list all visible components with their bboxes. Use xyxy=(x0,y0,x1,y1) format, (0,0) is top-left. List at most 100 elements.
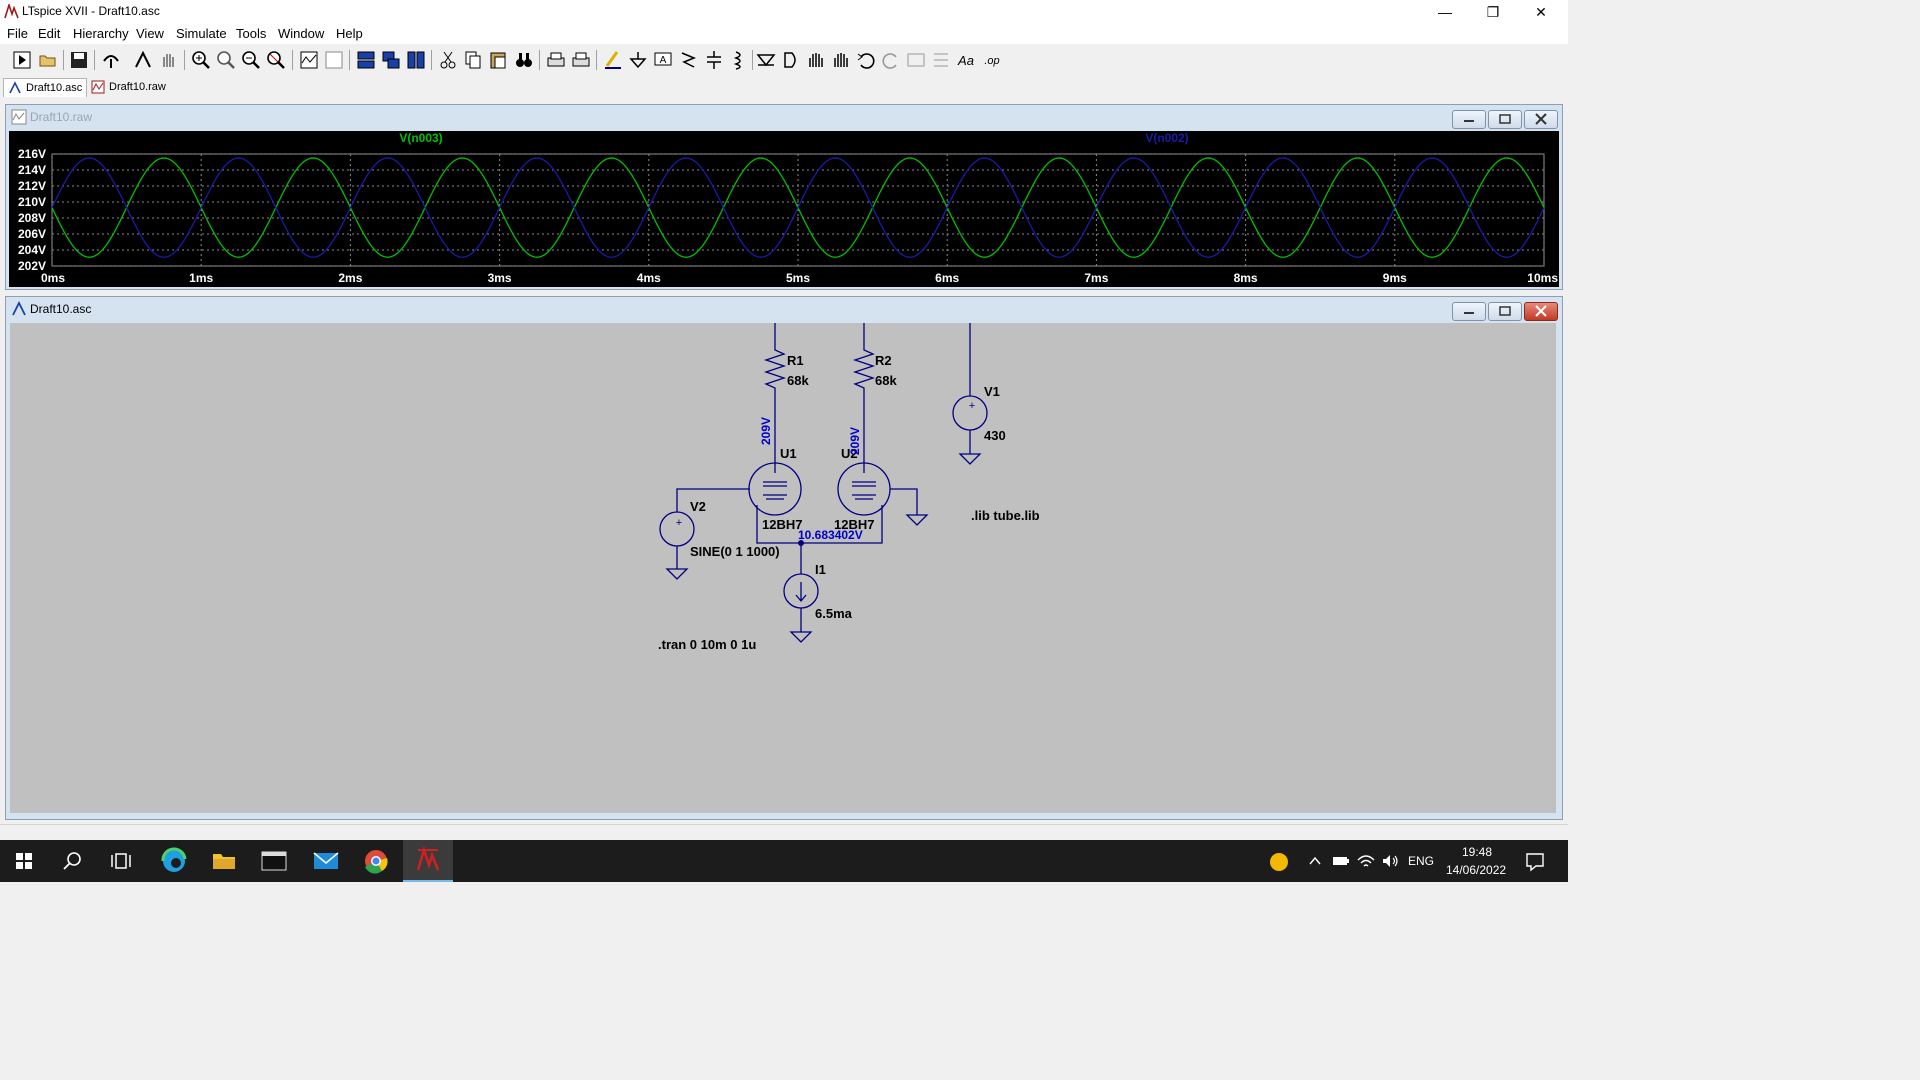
r2-name[interactable]: R2 xyxy=(875,353,892,368)
menu-file[interactable]: File xyxy=(7,26,28,41)
zoom-fit-icon[interactable] xyxy=(265,49,287,71)
tile-vertical-icon[interactable] xyxy=(405,49,427,71)
open-folder-icon[interactable] xyxy=(37,49,59,71)
label-net-icon[interactable]: A xyxy=(652,49,674,71)
cathode-voltage[interactable]: 10.683402V xyxy=(798,528,863,542)
pan-hand-icon[interactable] xyxy=(158,49,180,71)
run-icon[interactable] xyxy=(11,49,33,71)
inductor-icon[interactable] xyxy=(728,49,750,71)
waveform-close-button[interactable] xyxy=(1524,110,1558,129)
restore-button[interactable]: ❐ xyxy=(1470,0,1516,24)
zoom-in-icon[interactable] xyxy=(190,49,212,71)
legend-v-n002[interactable]: V(n002) xyxy=(1145,131,1188,145)
capacitor-icon[interactable] xyxy=(703,49,725,71)
windows-start-icon[interactable] xyxy=(0,840,48,882)
clock-date[interactable]: 14/06/2022 xyxy=(1446,863,1507,877)
v1-value[interactable]: 430 xyxy=(984,428,1006,443)
v2-value[interactable]: SINE(0 1 1000) xyxy=(690,544,780,559)
zoom-out-icon[interactable] xyxy=(240,49,262,71)
chrome-browser-icon[interactable] xyxy=(352,840,400,882)
menu-view[interactable]: View xyxy=(136,26,164,41)
menu-hierarchy[interactable]: Hierarchy xyxy=(73,26,129,41)
close-button[interactable]: ✕ xyxy=(1518,0,1564,24)
wifi-icon[interactable] xyxy=(1356,852,1376,870)
menu-window[interactable]: Window xyxy=(278,26,325,41)
legend-v-n003[interactable]: V(n003) xyxy=(399,131,442,145)
move-hand-icon[interactable] xyxy=(805,49,827,71)
print-icon[interactable] xyxy=(545,49,567,71)
tab-draft10-asc[interactable]: Draft10.asc xyxy=(3,78,88,97)
minimize-button[interactable]: — xyxy=(1422,0,1468,24)
drag-hand-icon[interactable] xyxy=(830,49,852,71)
spice-directive-icon[interactable]: .op xyxy=(981,49,1003,71)
i1-name[interactable]: I1 xyxy=(815,562,826,577)
schematic-close-button[interactable] xyxy=(1524,302,1558,321)
schematic-window-titlebar[interactable]: Draft10.asc xyxy=(6,297,1562,321)
terminal-icon[interactable] xyxy=(250,840,298,882)
volume-icon[interactable] xyxy=(1380,852,1400,870)
resistor-icon[interactable] xyxy=(678,49,700,71)
tran-directive[interactable]: .tran 0 10m 0 1u xyxy=(658,637,756,652)
r1-value[interactable]: 68k xyxy=(787,373,809,388)
menu-tools[interactable]: Tools xyxy=(236,26,267,41)
component-icon[interactable] xyxy=(780,49,802,71)
waveform-maximize-button[interactable] xyxy=(1488,110,1522,129)
u1-name[interactable]: U1 xyxy=(780,446,797,461)
mirror-icon[interactable] xyxy=(930,49,952,71)
draw-wire-icon[interactable] xyxy=(602,49,624,71)
lib-directive[interactable]: .lib tube.lib xyxy=(971,508,1040,523)
u2-model[interactable]: 12BH7 xyxy=(834,517,874,532)
u1-plate-voltage[interactable]: 209V xyxy=(759,417,773,445)
paste-icon[interactable] xyxy=(487,49,509,71)
halt-icon[interactable] xyxy=(132,49,154,71)
zoom-pan-icon[interactable] xyxy=(215,49,237,71)
tab-draft10-raw[interactable]: Draft10.raw xyxy=(87,78,170,96)
notifications-icon[interactable] xyxy=(1524,851,1546,873)
schematic-canvas[interactable]: R1 68k R2 68k V1 430 U1 12BH7 U2 12BH7 V… xyxy=(10,323,1556,813)
search-icon[interactable] xyxy=(48,840,96,882)
series-vn002-line[interactable] xyxy=(51,157,1545,258)
cascade-icon[interactable] xyxy=(380,49,402,71)
u2-plate-voltage[interactable]: 209V xyxy=(848,427,862,455)
u1-model[interactable]: 12BH7 xyxy=(762,517,802,532)
clock-time[interactable]: 19:48 xyxy=(1462,845,1493,859)
r1-resistor[interactable] xyxy=(763,323,787,473)
waveform-minimize-button[interactable] xyxy=(1452,110,1486,129)
schematic-maximize-button[interactable] xyxy=(1488,302,1522,321)
find-icon[interactable] xyxy=(513,49,535,71)
battery-icon[interactable] xyxy=(1331,853,1351,869)
weather-sun-icon[interactable] xyxy=(1268,851,1290,873)
cut-icon[interactable] xyxy=(437,49,459,71)
r1-name[interactable]: R1 xyxy=(787,353,804,368)
autorange-icon[interactable] xyxy=(298,49,320,71)
rotate-icon[interactable] xyxy=(905,49,927,71)
r2-value[interactable]: 68k xyxy=(875,373,897,388)
v1-name[interactable]: V1 xyxy=(984,384,1000,399)
v2-name[interactable]: V2 xyxy=(690,499,706,514)
undo-icon[interactable] xyxy=(855,49,877,71)
split-plot-icon[interactable] xyxy=(323,49,345,71)
save-icon[interactable] xyxy=(68,49,90,71)
file-explorer-icon[interactable] xyxy=(200,840,248,882)
i1-value[interactable]: 6.5ma xyxy=(815,606,853,621)
schematic-minimize-button[interactable] xyxy=(1452,302,1486,321)
control-panel-icon[interactable] xyxy=(100,49,122,71)
mail-icon[interactable] xyxy=(302,840,350,882)
text-icon[interactable]: Aa xyxy=(955,49,977,71)
print-preview-icon[interactable] xyxy=(570,49,592,71)
u2-name[interactable]: U2 xyxy=(841,446,858,461)
menu-edit[interactable]: Edit xyxy=(38,26,61,41)
diode-icon[interactable] xyxy=(755,49,777,71)
task-view-icon[interactable] xyxy=(98,840,146,882)
copy-icon[interactable] xyxy=(462,49,484,71)
waveform-window-titlebar[interactable]: Draft10.raw xyxy=(6,105,1562,129)
language-indicator[interactable]: ENG xyxy=(1408,854,1435,868)
redo-icon[interactable] xyxy=(880,49,902,71)
taskbar-ltspice-button[interactable] xyxy=(403,840,453,882)
edge-browser-icon[interactable] xyxy=(150,840,198,882)
r2-resistor[interactable] xyxy=(852,323,876,473)
tile-horizontal-icon[interactable] xyxy=(355,49,377,71)
chevron-up-icon[interactable] xyxy=(1307,853,1323,869)
menu-help[interactable]: Help xyxy=(336,26,363,41)
